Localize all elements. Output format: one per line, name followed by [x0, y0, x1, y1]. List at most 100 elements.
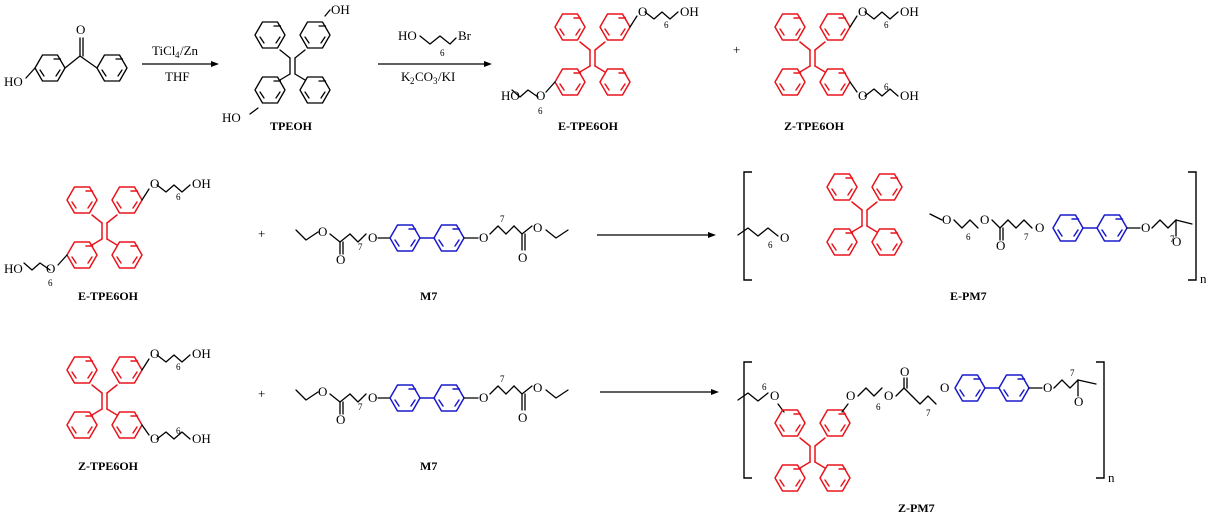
e-pm7-caption: E-PM7: [950, 289, 987, 303]
row3-plus: +: [258, 386, 265, 401]
epm7-o2: O: [980, 212, 989, 227]
z-row3-six-top: 6: [176, 362, 181, 372]
m7-caption-row2: M7: [420, 289, 437, 303]
m7-row2-o-carbonyl1: O: [336, 252, 345, 267]
e-row2-six-bottom: 6: [48, 278, 53, 288]
epm7-o-carbonyl1: O: [996, 238, 1005, 253]
z-row3-o-top: O: [150, 346, 159, 361]
e-row1-six-top: 6: [664, 20, 669, 30]
epm7-o-left: O: [780, 230, 789, 245]
reagent-chain-6: 6: [440, 48, 445, 58]
e-tpe6oh-caption-row2: E-TPE6OH: [78, 289, 139, 303]
epm7-six-left: 6: [768, 240, 773, 250]
reaction-arrow-3: [597, 232, 716, 238]
e-pm7-structure: 6 O O 6 O O 7 O O 7 O n: [737, 171, 1207, 286]
m7-structure-row3: O O 7 O O 7 O O: [295, 374, 569, 427]
m7-row2-o1: O: [318, 224, 327, 239]
reagent-br: Br: [458, 28, 472, 43]
m7-row3-o2: O: [368, 390, 377, 405]
hydroxybenzophenone-structure: O HO: [4, 22, 128, 89]
tpeoh-caption: TPEOH: [270, 119, 313, 133]
z-tpe6oh-structure-row1: [775, 11, 899, 97]
z-row3-o-bottom: O: [150, 431, 159, 446]
epm7-o3: O: [1035, 220, 1044, 235]
tpeoh-ho: HO: [222, 110, 241, 125]
start-carbonyl-o: O: [76, 22, 85, 37]
reagent-ticl4-sub: 4: [175, 50, 180, 60]
m7-structure-row2: O O 7 O O 7 O O: [295, 214, 569, 267]
zpm7-n: n: [1108, 470, 1115, 485]
reagent-ki: /KI: [438, 69, 455, 84]
m7-row3-o-carbonyl2: O: [518, 410, 527, 425]
z-tpe6oh-caption-row1: Z-TPE6OH: [784, 119, 845, 133]
e-row2-ho: HO: [4, 261, 23, 276]
z-row1-six-top: 6: [884, 20, 889, 30]
e-row2-oh: OH: [192, 176, 211, 191]
epm7-o4: O: [1141, 220, 1150, 235]
zpm7-o4: O: [1043, 380, 1052, 395]
z-pm7-caption: Z-PM7: [898, 501, 935, 515]
reaction-arrow-4: [600, 389, 719, 395]
z-row3-six-bottom: 6: [176, 426, 181, 436]
reagent-ho: HO: [398, 28, 417, 43]
e-row2-o-bottom: O: [46, 261, 55, 276]
m7-row2-o-carbonyl2: O: [518, 250, 527, 265]
z-row1-o-bottom: O: [858, 88, 867, 103]
z-tpe6oh-caption-row3: Z-TPE6OH: [78, 459, 139, 473]
m7-row2-seven2: 7: [500, 214, 505, 224]
epm7-o-carbonyl2: O: [1172, 234, 1181, 249]
e-row1-six-bottom: 6: [538, 106, 543, 116]
reagent-co-sub: 3: [433, 76, 438, 86]
m7-row3-o3: O: [479, 390, 488, 405]
zpm7-o-carbonyl1: O: [900, 364, 909, 379]
z-tpe6oh-structure-row3: [67, 354, 191, 440]
e-row1-o-top: O: [638, 4, 647, 19]
reagent-k: K: [401, 69, 411, 84]
reagent-co: CO: [415, 69, 433, 84]
epm7-seven1: 7: [1024, 232, 1029, 242]
epm7-seven2: 7: [1170, 234, 1175, 244]
m7-row2-seven1: 7: [358, 242, 363, 252]
reagent-ticl4-prefix: TiCl: [152, 43, 176, 58]
zpm7-seven2: 7: [1070, 368, 1075, 378]
tpeoh-structure: [249, 9, 331, 115]
zpm7-six: 6: [876, 402, 881, 412]
e-row1-oh: OH: [680, 4, 699, 19]
m7-row2-o4: O: [533, 220, 542, 235]
start-ho: HO: [4, 74, 23, 89]
e-tpe6oh-caption-row1: E-TPE6OH: [558, 119, 619, 133]
z-pm7-structure: 6 O O 6 O O 7 O O 7 O n: [737, 361, 1115, 491]
z-row3-oh-top: OH: [192, 346, 211, 361]
row1-plus: +: [733, 42, 740, 57]
m7-row3-o-carbonyl1: O: [336, 412, 345, 427]
reaction-arrow-2: HO 6 Br K 2 CO 3 /KI: [378, 28, 492, 86]
m7-caption-row3: M7: [420, 459, 437, 473]
zpm7-o-carbonyl2: O: [1074, 394, 1083, 409]
zpm7-o3: O: [940, 380, 949, 395]
zpm7-seven1: 7: [926, 408, 931, 418]
m7-row3-o4: O: [533, 380, 542, 395]
reagent-zn: /Zn: [180, 43, 199, 58]
row2-plus: +: [258, 226, 265, 241]
e-tpe6oh-structure-row2: [23, 184, 191, 271]
epm7-o1: O: [942, 212, 951, 227]
z-row1-six-bottom: 6: [884, 82, 889, 92]
zpm7-o2: O: [884, 388, 893, 403]
reaction-arrow-1: TiCl 4 /Zn THF: [142, 43, 219, 84]
reagent-k-sub: 2: [410, 76, 415, 86]
epm7-n: n: [1200, 271, 1207, 286]
e-row2-o-top: O: [150, 176, 159, 191]
e-row1-o-bottom: O: [536, 88, 545, 103]
z-row1-oh-top: OH: [900, 4, 919, 19]
zpm7-six-left: 6: [762, 382, 767, 392]
z-row1-o-top: O: [858, 4, 867, 19]
m7-row2-o2: O: [368, 230, 377, 245]
m7-row3-seven2: 7: [500, 374, 505, 384]
tpeoh-oh: OH: [331, 2, 350, 17]
z-row3-oh-bottom: OH: [192, 431, 211, 446]
m7-row3-seven1: 7: [358, 402, 363, 412]
zpm7-o1: O: [846, 388, 855, 403]
e-row1-ho: HO: [501, 88, 520, 103]
m7-row2-o3: O: [479, 230, 488, 245]
